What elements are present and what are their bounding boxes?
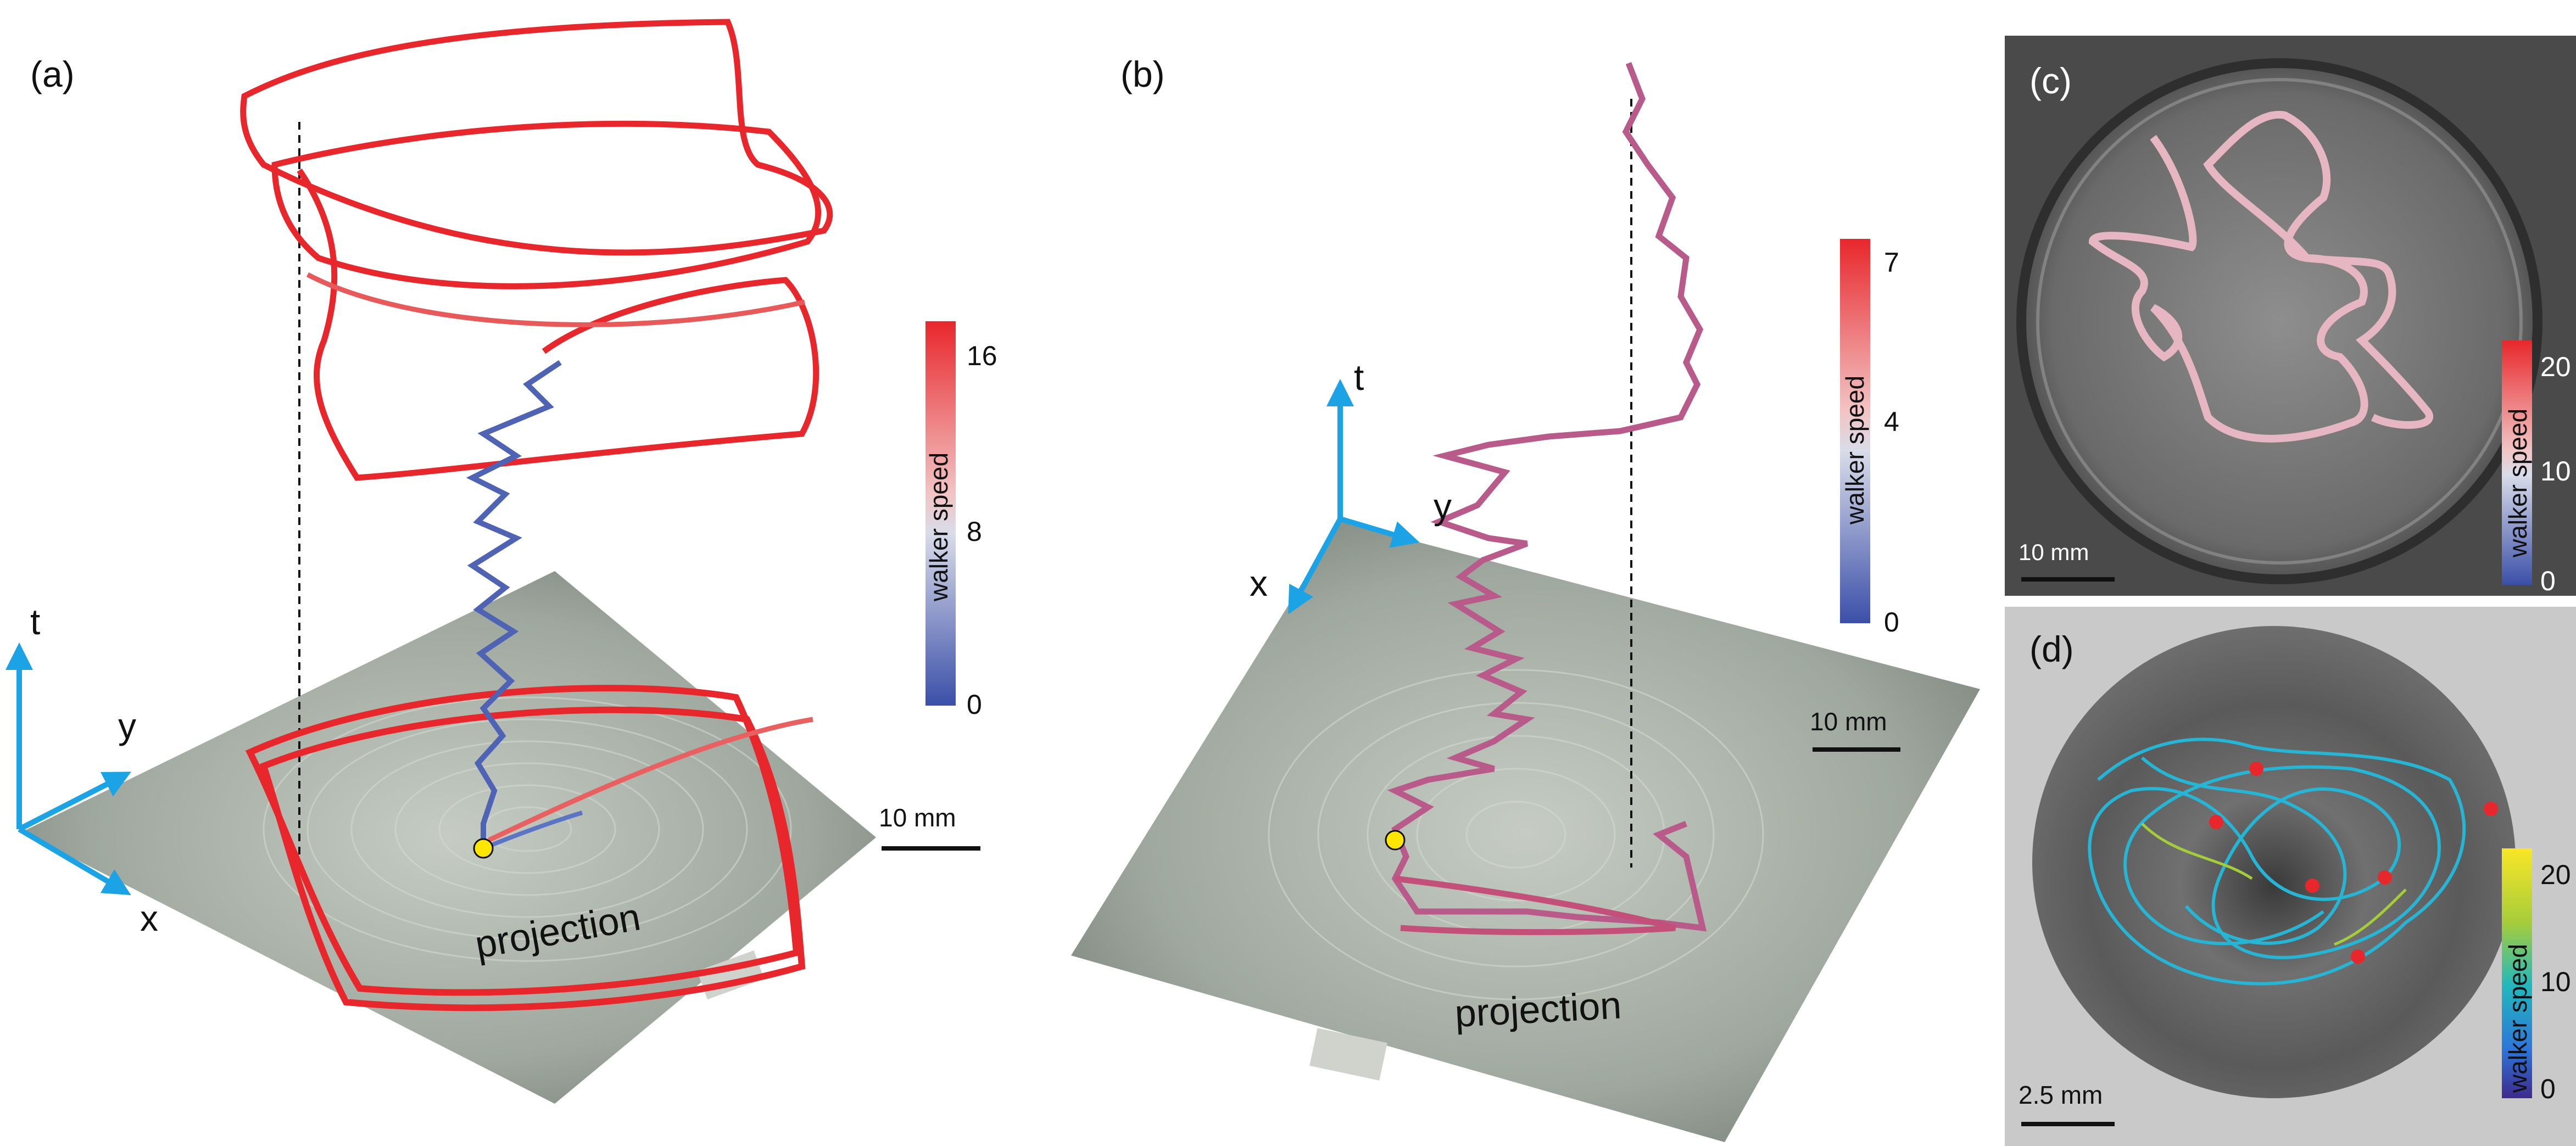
panel-d-cb-title: walker speed — [2503, 944, 2532, 1093]
panel-b-plate — [1071, 522, 1980, 1142]
panel-a-t-label: t — [30, 601, 40, 642]
panel-a-label: (a) — [30, 54, 75, 94]
panel-b-cb-title: walker speed — [1841, 376, 1869, 525]
panel-d-dish — [2032, 626, 2516, 1098]
panel-d-colorbar — [2502, 848, 2532, 1098]
panel-a-cb-tick-0: 0 — [967, 689, 982, 720]
panel-a-start-dot-icon — [473, 838, 494, 859]
panel-a-cb-title: walker speed — [924, 452, 953, 602]
panel-c-label: (c) — [2029, 60, 2072, 101]
panel-b-cb-tick-4: 4 — [1884, 406, 1899, 437]
panel-d-cb-tick-20: 20 — [2540, 859, 2571, 890]
panel-b: (b) t y x projection 10 mm — [1071, 54, 1980, 1142]
panel-a-cb-tick-8: 8 — [967, 516, 982, 547]
panel-b-bottom-loop — [1395, 875, 1676, 935]
panel-a-scale-label: 10 mm — [879, 803, 956, 832]
panel-c-colorbar — [2502, 340, 2532, 585]
panel-b-y-label: y — [1434, 486, 1452, 527]
panel-a-x-label: x — [140, 898, 158, 938]
panel-d: (d) 2.5 mm 20 10 0 walker speed — [2005, 607, 2576, 1146]
panel-b-label: (b) — [1120, 54, 1165, 94]
panel-c-scale-label: 10 mm — [2019, 539, 2089, 565]
panel-b-projection-label: projection — [1454, 983, 1622, 1035]
panel-a: (a) — [5, 19, 997, 1104]
panel-a-3d-loops — [240, 19, 833, 481]
panel-c-cb-tick-20: 20 — [2540, 351, 2571, 382]
panel-a-projection-loops — [245, 685, 813, 1011]
panel-b-axes — [1288, 379, 1420, 614]
panel-d-cb-tick-0: 0 — [2540, 1074, 2556, 1104]
panel-a-plate — [22, 571, 876, 1104]
panel-d-trajectory-fast — [2141, 823, 2407, 946]
panel-d-scale-label: 2.5 mm — [2019, 1081, 2103, 1109]
panel-b-y-arrow-icon — [1339, 516, 1420, 548]
panel-d-dot-4 — [2378, 870, 2392, 885]
panel-d-dot-3 — [2305, 879, 2319, 893]
panel-b-start-dot-icon — [1385, 830, 1406, 851]
panel-c-cb-tick-0: 0 — [2540, 566, 2556, 596]
panel-b-x-arrow-icon — [1288, 517, 1343, 614]
panel-d-label: (d) — [2029, 629, 2074, 669]
panel-b-colorbar — [1840, 239, 1870, 623]
panel-c-trajectory — [2088, 110, 2433, 443]
panel-a-slow-tail — [482, 810, 583, 851]
panel-d-dot-2 — [2209, 815, 2223, 829]
panel-b-cb-tick-0: 0 — [1884, 607, 1899, 638]
panel-a-colorbar — [925, 321, 956, 706]
panel-c-dish — [2016, 58, 2542, 584]
panel-a-y-arrow-icon — [18, 772, 131, 832]
panel-d-dot-5 — [2351, 949, 2365, 964]
panel-a-slow-trajectory — [466, 360, 562, 848]
panel-a-axes — [5, 642, 131, 896]
panel-b-scale-label: 10 mm — [1810, 707, 1887, 736]
panel-b-cb-tick-7: 7 — [1884, 247, 1899, 278]
panel-c-cb-tick-10: 10 — [2540, 456, 2571, 487]
panel-b-trajectory — [1387, 62, 1707, 932]
panel-b-x-label: x — [1250, 563, 1268, 603]
panel-b-t-label: t — [1354, 357, 1364, 398]
panel-a-cb-tick-16: 16 — [967, 340, 997, 371]
panel-d-cb-tick-10: 10 — [2540, 966, 2571, 997]
panel-c-dish-rim — [2036, 78, 2523, 564]
panel-a-y-label: y — [118, 706, 136, 746]
panel-b-plate-notch — [1309, 1028, 1387, 1081]
panel-c-cb-title: walker speed — [2503, 409, 2532, 558]
panel-d-dot-1 — [2249, 762, 2263, 776]
panel-c: (c) 10 mm 20 10 0 walker speed — [2005, 36, 2576, 596]
panel-a-plate-rings — [263, 696, 792, 962]
panel-a-x-arrow-icon — [18, 826, 131, 896]
panel-d-dot-6 — [2484, 802, 2498, 816]
panel-d-red-dots — [2209, 762, 2498, 964]
